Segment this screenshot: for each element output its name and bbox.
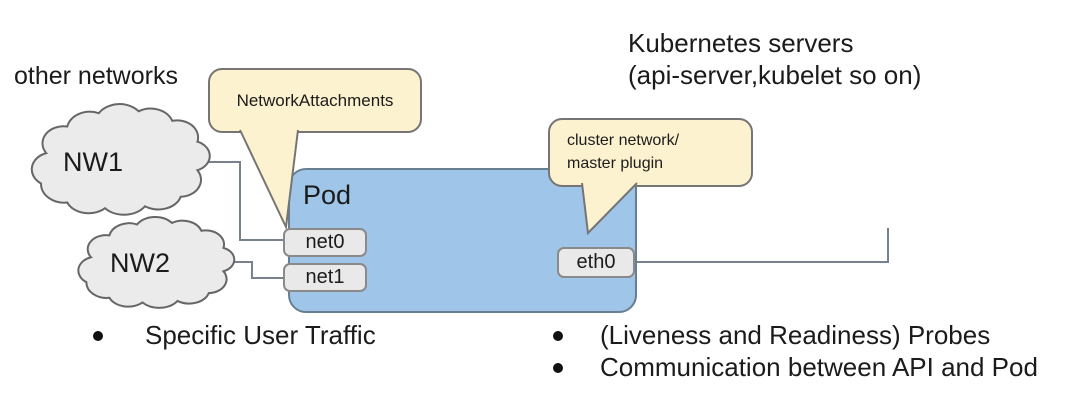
cloud-nw1-shape xyxy=(32,104,210,215)
bullet-communication: Communication between API and Pod xyxy=(553,352,1038,383)
callout-network-attachments-text: NetworkAttachments xyxy=(236,90,394,110)
other-networks-label: other networks xyxy=(14,62,178,90)
interface-box-net1: net1 xyxy=(283,263,367,292)
bullet-text: (Liveness and Readiness) Probes xyxy=(600,320,991,350)
cloud-label-nw2: NW2 xyxy=(110,248,170,278)
bullet-dot-icon xyxy=(553,362,563,373)
interface-label-net0: net0 xyxy=(305,231,345,253)
interface-label-eth0: eth0 xyxy=(576,251,616,273)
callout-cluster-network: cluster network/ master plugin xyxy=(548,118,753,187)
connector-nw1-to-net0 xyxy=(190,161,283,241)
cloud-label-nw1: NW1 xyxy=(63,147,123,177)
bullet-text: Communication between API and Pod xyxy=(600,352,1038,382)
bullet-dot-icon xyxy=(553,330,563,341)
interface-box-net0: net0 xyxy=(283,228,367,257)
interface-box-eth0: eth0 xyxy=(557,247,635,278)
connector-eth0-to-kubernetes-servers xyxy=(635,228,889,263)
cloud-nw2-shape xyxy=(78,217,234,308)
bullet-probes: (Liveness and Readiness) Probes xyxy=(553,320,990,351)
callout-network-attachments: NetworkAttachments xyxy=(208,68,422,133)
callout-cluster-network-line1: cluster network/ xyxy=(567,132,680,149)
kubernetes-servers-line2: (api-server,kubelet so on) xyxy=(628,60,922,90)
kubernetes-servers-label: Kubernetes servers (api-server,kubelet s… xyxy=(628,27,921,91)
bullet-dot-icon xyxy=(93,330,103,341)
pod-label: Pod xyxy=(303,180,352,210)
callout-cluster-network-line2: master plugin xyxy=(567,155,664,172)
bullet-specific-user-traffic: Specific User Traffic xyxy=(93,320,376,351)
kubernetes-servers-line1: Kubernetes servers xyxy=(628,28,854,58)
bullet-text: Specific User Traffic xyxy=(145,320,376,350)
interface-label-net1: net1 xyxy=(305,266,345,288)
